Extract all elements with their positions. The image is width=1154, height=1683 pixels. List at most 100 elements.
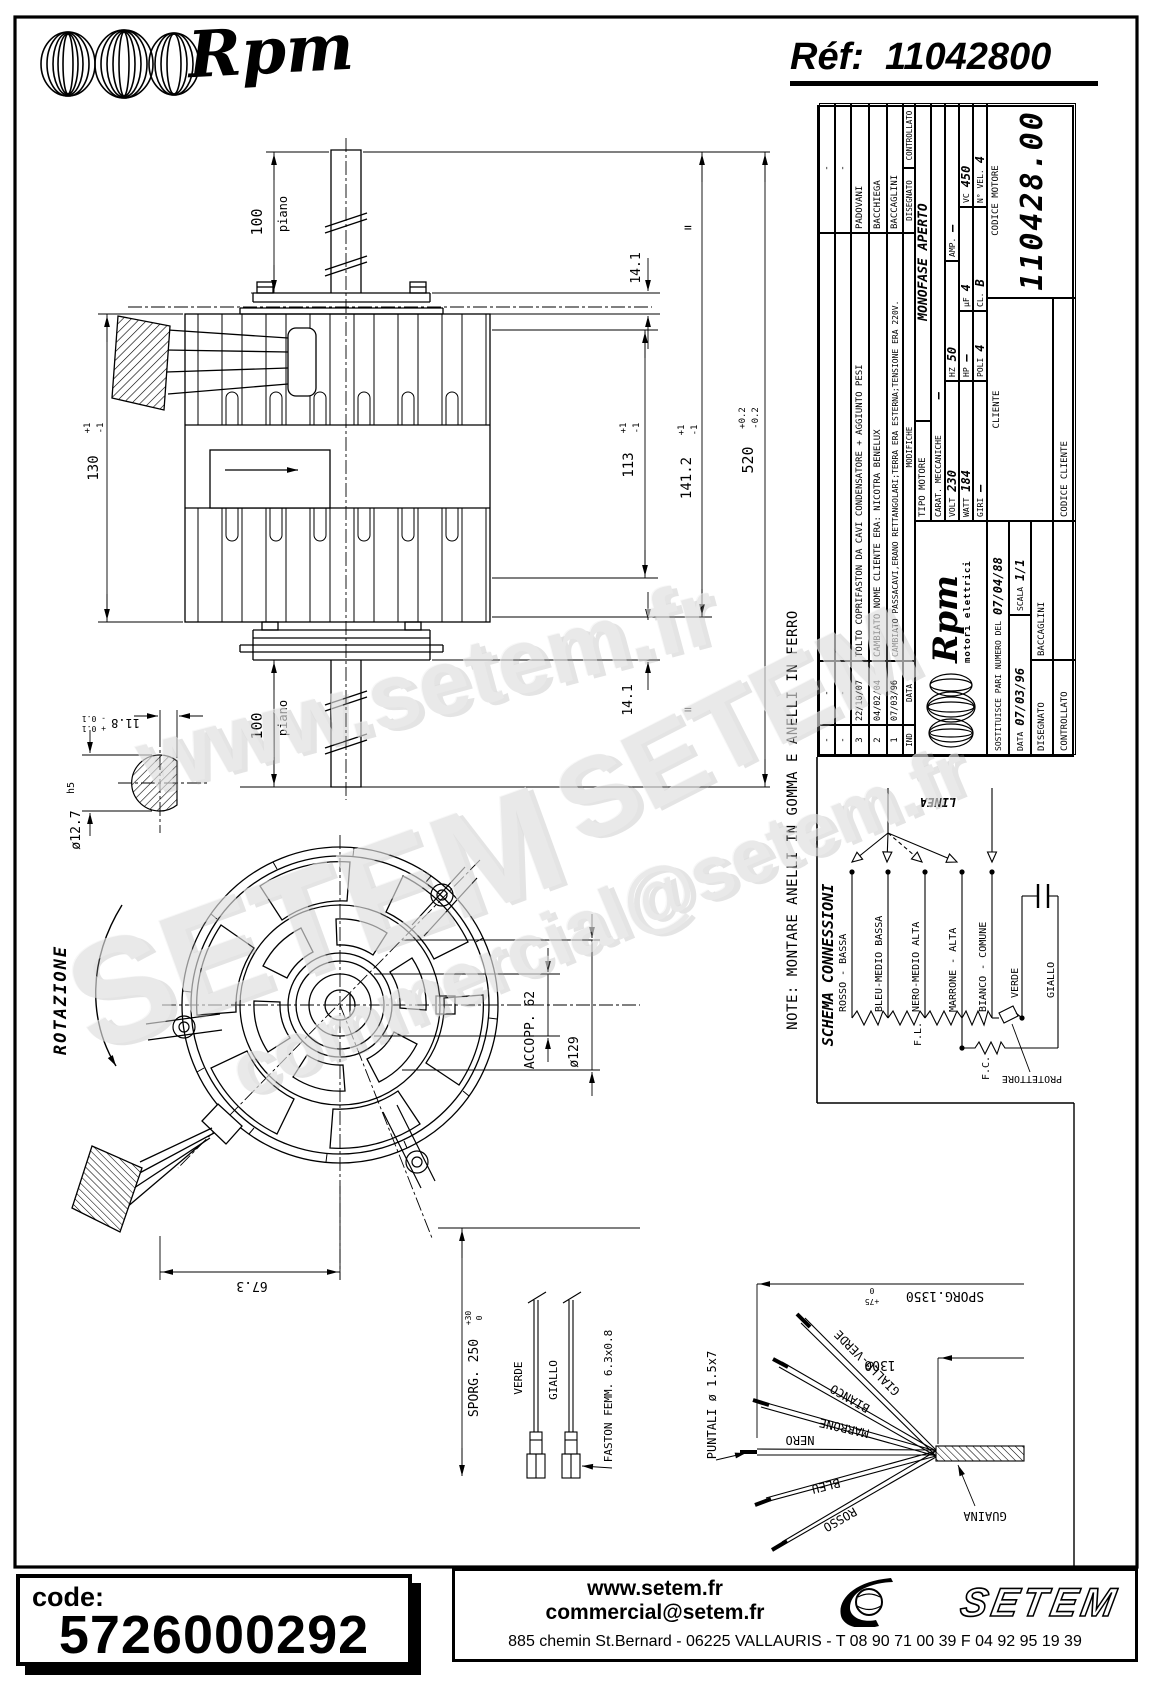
dim-1300: 1300 xyxy=(864,1357,895,1372)
vc-cell: VC 450 xyxy=(959,103,973,207)
ref-label: Réf: xyxy=(790,36,864,78)
lead-verde: VERDE xyxy=(512,1361,525,1394)
setem-logo-icon xyxy=(840,1578,893,1627)
tap-bleu: BLEU-MEDIO BASSA xyxy=(874,916,885,1012)
dim-100-bottom: 100 xyxy=(248,712,266,739)
volt-cell: VOLT 230 xyxy=(945,381,959,521)
hp-cell: HP — xyxy=(959,311,973,381)
rpm-coil-mini-icon xyxy=(926,673,976,748)
label-rotazione: ROTAZIONE xyxy=(51,945,71,1055)
dim-100-top: 100 xyxy=(248,208,266,235)
code-box: code: 5726000292 xyxy=(16,1574,412,1666)
capacitor-leads-detail xyxy=(438,1227,640,1479)
controllato-value-cell xyxy=(1053,521,1076,660)
rev-row-2: 2 xyxy=(869,725,887,755)
svg-text:+ 0.1: + 0.1 xyxy=(82,724,106,733)
dim-sporg1350: SPORG.1350 xyxy=(906,1288,984,1303)
dim-sporg250: SPORG. 250 xyxy=(467,1339,482,1417)
titleblock-brand-sub: motori elettrici xyxy=(963,560,973,663)
footer-website[interactable]: www.setem.fr xyxy=(587,1577,723,1600)
dim-piano-bottom: piano xyxy=(276,700,290,736)
codice-motore-value: 110428.00 xyxy=(1015,110,1050,291)
dim-673: 67.3 xyxy=(236,1278,267,1293)
controllato-label-cell: CONTROLLATO xyxy=(1053,660,1076,755)
watt-cell: WATT 184 xyxy=(959,381,973,521)
setem-brand-text: SETEM xyxy=(957,1580,1124,1626)
codice-cliente-cell: CODICE CLIENTE xyxy=(1053,298,1076,521)
label-protettore: PROTETTORE xyxy=(1002,1073,1062,1084)
svg-text:0: 0 xyxy=(475,1315,484,1320)
nvel-cell: N° VEL. 4 xyxy=(973,103,987,207)
motor-front-view xyxy=(71,835,640,1280)
wire-nero: NERO xyxy=(786,1433,815,1447)
dim-130: 130 xyxy=(86,455,102,480)
motor-side-view xyxy=(111,138,770,800)
tap-nero: NERO-MEDIO ALTA xyxy=(911,922,922,1012)
ref-value: 11042800 xyxy=(885,36,1052,78)
rpm-logo-text: Rpm xyxy=(186,9,356,94)
cl-cell: CL. B xyxy=(973,207,987,311)
svg-text:+75: +75 xyxy=(865,1297,880,1306)
side-view-dimensions xyxy=(98,151,770,787)
tap-bianco: BIANCO - COMUNE xyxy=(978,922,989,1012)
dim-127: ø12.7 xyxy=(69,810,84,849)
schema-title: SCHEMA CONNESSIONI xyxy=(819,884,837,1047)
svg-text:+1: +1 xyxy=(677,425,687,436)
rev-row-1: 1 xyxy=(887,725,903,755)
schema-giallo: GIALLO xyxy=(1046,962,1057,998)
hz-cell: HZ 50 xyxy=(945,261,959,381)
tap-rosso: ROSSO - BASSA xyxy=(838,934,849,1012)
dim-accopp: ACCOPP. 62 xyxy=(523,991,538,1069)
rev-header-mod: MODIFICHE xyxy=(903,233,915,661)
data-cell: DATA 07/03/96 xyxy=(1009,615,1031,755)
tipo-label-cell: TIPO MOTORE xyxy=(915,421,931,521)
svg-text:+1: +1 xyxy=(83,423,93,434)
shaft-section-detail xyxy=(82,710,207,836)
codice-motore-cell: CODICE MOTORE 110428.00 xyxy=(987,103,1076,298)
sheet-border xyxy=(13,15,1139,1569)
svg-text:-1: -1 xyxy=(96,423,106,434)
label-linea: LINEA xyxy=(920,795,956,809)
cable-fan-detail xyxy=(715,1281,1025,1552)
code-value: 5726000292 xyxy=(58,1605,370,1665)
svg-text:-0.2: -0.2 xyxy=(751,407,761,429)
giri-cell: GIRI — xyxy=(973,381,987,521)
tipo-value-cell: MONOFASE APERTO xyxy=(915,103,931,421)
eq-mark-bottom: = xyxy=(684,703,692,718)
svg-text:- 0.1: - 0.1 xyxy=(82,714,106,723)
reference-number: Réf: 11042800 xyxy=(790,36,1098,86)
svg-text:+0.2: +0.2 xyxy=(738,407,748,429)
disegnato-value-cell: BACCAGLINI xyxy=(1031,521,1053,660)
rev-header-dis: DISEGNATO xyxy=(903,168,915,233)
uf-cell: µF 4 xyxy=(959,207,973,311)
dim-141-top: 14.1 xyxy=(629,252,644,283)
rpm-coil-logo-icon xyxy=(40,29,200,99)
dim-113: 113 xyxy=(621,452,637,477)
wire-marrone: MARRONE xyxy=(818,1415,870,1440)
titleblock-logo-cell: Rpm motori elettrici xyxy=(915,521,987,755)
dim-118: 11.8 xyxy=(111,716,140,730)
dim-h5: h5 xyxy=(66,782,77,794)
rev-header-ind: IND xyxy=(903,725,915,755)
front-view-dimensions xyxy=(159,914,600,1280)
footer-address: 885 chemin St.Bernard - 06225 VALLAURIS … xyxy=(508,1633,1082,1650)
connection-schema xyxy=(816,757,1074,1104)
titleblock-brand: Rpm xyxy=(926,574,966,663)
lead-giallo: GIALLO xyxy=(547,1360,560,1400)
wire-rosso: ROSSO xyxy=(821,1504,859,1534)
dim-141-bottom: 14.1 xyxy=(621,684,636,715)
label-fl: F.L. xyxy=(913,1022,924,1046)
drawing-labels: 100 piano 14.1 130 +1 -1 113 +1 -1 141.2… xyxy=(51,196,1062,1535)
footer-email[interactable]: commercial@setem.fr xyxy=(545,1601,765,1624)
code-label: code: xyxy=(32,1582,105,1612)
setem-footer: www.setem.fr commercial@setem.fr SETEM 8… xyxy=(452,1568,1138,1662)
svg-text:0: 0 xyxy=(869,1286,874,1295)
dim-piano-top: piano xyxy=(276,196,290,232)
dim-1412: 141.2 xyxy=(679,457,695,499)
label-fc: F.C. xyxy=(981,1056,992,1080)
rev-row-3: 3 xyxy=(851,725,869,755)
amp-cell: AMP. — xyxy=(945,103,959,261)
schema-verde: VERDE xyxy=(1010,968,1021,998)
sostituisce-cell: SOSTITUISCE PARI NUMERO DEL 07/04/88 xyxy=(987,521,1009,755)
